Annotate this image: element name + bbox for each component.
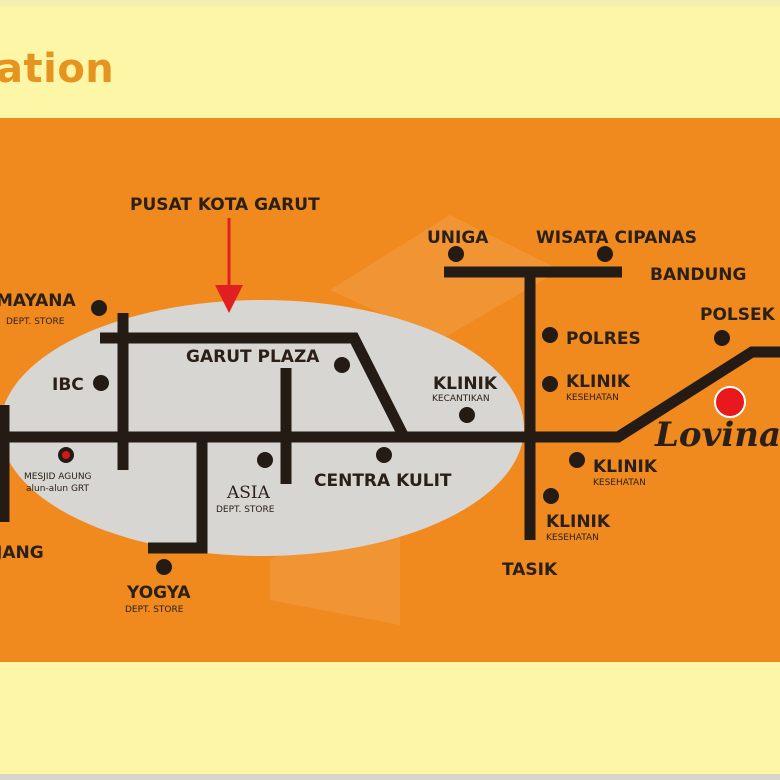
label-garut-plaza: GARUT PLAZA — [186, 347, 320, 367]
label-yogya-sub: DEPT. STORE — [125, 605, 184, 615]
road-garut-plaza — [100, 332, 409, 440]
label-bandung: BANDUNG — [650, 265, 746, 285]
marker-centra-kulit — [376, 447, 392, 463]
header-band — [0, 0, 780, 124]
label-west-road: JANG — [0, 543, 44, 563]
marker-wisata-cipanas — [597, 246, 613, 262]
label-klinik-3-sub: KESEHATAN — [546, 533, 599, 543]
label-mesjid-agung: MESJID AGUNG — [24, 472, 92, 482]
label-ibc: IBC — [52, 375, 84, 395]
marker-asia — [257, 452, 273, 468]
label-yogya: YOGYA — [126, 583, 191, 603]
label-polres: POLRES — [566, 329, 641, 349]
page-edge — [0, 774, 780, 780]
marker-yogya — [156, 559, 172, 575]
marker-polsek — [714, 330, 730, 346]
marker-uniga — [448, 246, 464, 262]
marker-klinik-3 — [543, 488, 559, 504]
road-yogya — [148, 437, 208, 554]
marker-ibc — [93, 375, 109, 391]
label-polsek: POLSEK — [700, 305, 776, 325]
label-tasik: TASIK — [502, 560, 558, 580]
city-center-area — [0, 300, 524, 556]
label-klinik-2: KLINIK — [593, 457, 658, 477]
label-asia: ASIA — [226, 483, 271, 503]
label-asia-sub: DEPT. STORE — [216, 505, 275, 515]
label-lovina: Lovina — [654, 415, 780, 455]
footer-band — [0, 662, 780, 774]
marker-klinik-2 — [569, 452, 585, 468]
label-ramayana: MAYANA — [0, 291, 77, 311]
label-klinik-kecantikan: KLINIK — [433, 374, 498, 394]
marker-garut-plaza — [334, 357, 350, 373]
marker-mesjid-agung-inner — [62, 451, 70, 459]
label-city-center: PUSAT KOTA GARUT — [130, 195, 320, 215]
label-wisata-cipanas: WISATA CIPANAS — [536, 228, 697, 248]
road-network — [0, 266, 780, 554]
marker-klinik-1 — [542, 376, 558, 392]
label-mesjid-agung-sub: alun-alun GRT — [26, 484, 90, 494]
label-klinik-kecantikan-sub: KECANTIKAN — [432, 394, 490, 404]
label-klinik-1-sub: KESEHATAN — [566, 393, 619, 403]
label-centra-kulit: CENTRA KULIT — [314, 471, 452, 491]
label-uniga: UNIGA — [427, 228, 489, 248]
place-markers — [91, 246, 730, 575]
marker-klinik-kecantikan — [459, 407, 475, 423]
marker-polres — [542, 327, 558, 343]
label-klinik-3: KLINIK — [546, 512, 611, 532]
label-ramayana-sub: DEPT. STORE — [6, 317, 65, 327]
page-title: ation — [0, 46, 115, 92]
marker-lovina — [714, 386, 746, 418]
label-klinik-1: KLINIK — [566, 372, 631, 392]
label-klinik-2-sub: KESEHATAN — [593, 478, 646, 488]
main-road — [0, 346, 780, 443]
marker-ramayana — [91, 300, 107, 316]
city-center-arrow — [215, 218, 243, 313]
